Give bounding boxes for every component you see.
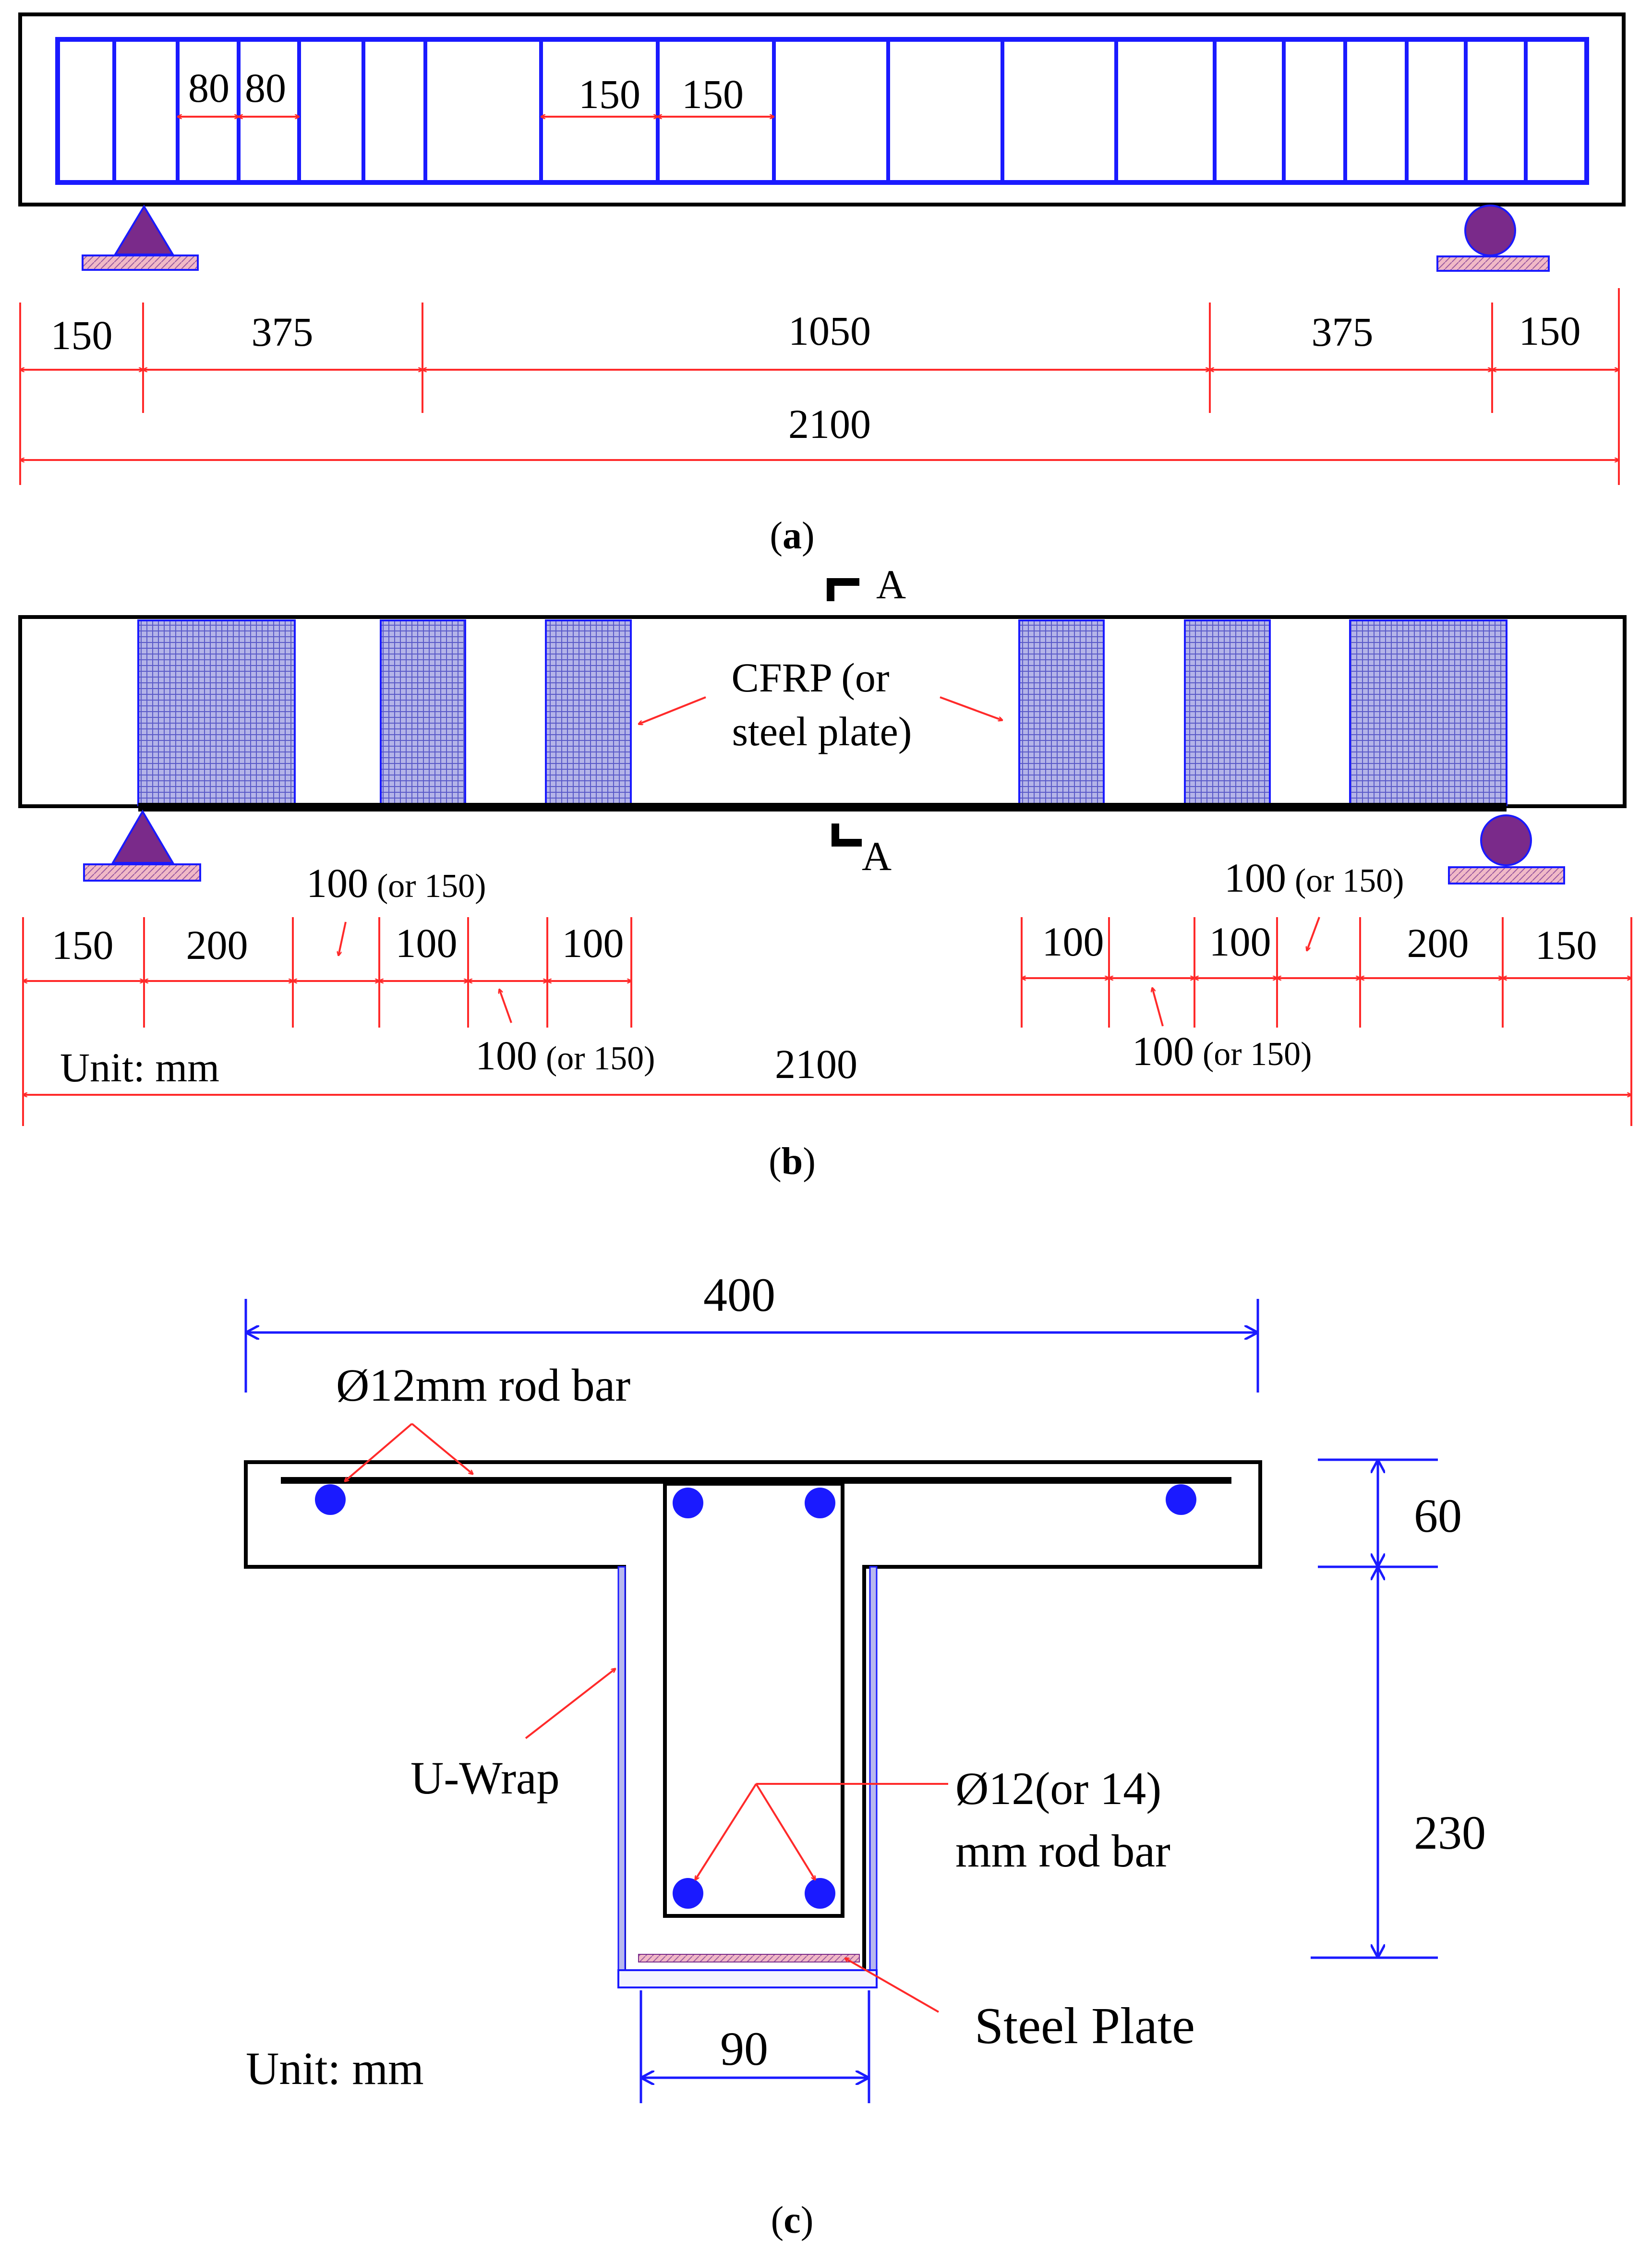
steel-plate [617, 1969, 878, 1988]
alt-spacing-label-1: 100(or 150) [306, 860, 486, 906]
stirrups [112, 39, 1528, 182]
dim-a-375-right: 375 [1312, 309, 1374, 355]
dim-a-1050: 1050 [788, 308, 871, 354]
dim-b-total-2100: 2100 [775, 1041, 857, 1087]
dim-a-total-2100: 2100 [788, 401, 871, 447]
dim-b-200-left: 200 [186, 922, 248, 968]
caption-a: (a) [770, 515, 814, 557]
panel-c: 400 Ø12mm rod bar [244, 1268, 1486, 2241]
alt-spacing-label-2: 100(or 150) [475, 1032, 655, 1078]
roller-support-right-b [1448, 814, 1565, 884]
width-dimension [244, 1299, 1259, 1393]
alt-spacing-label-4: 100(or 150) [1224, 855, 1404, 901]
cfrp-leader-arrows [639, 696, 1002, 724]
dim-a-150-right: 150 [1519, 308, 1581, 354]
panel-a: 80 80 150 150 150 375 1050 3 [18, 12, 1626, 557]
dim-b-100-left-2: 100 [562, 920, 624, 966]
cfrp-strips [137, 619, 1507, 806]
dim-b-100-right-2: 100 [1209, 919, 1271, 965]
cfrp-label-line2: steel plate) [732, 708, 912, 754]
top-bar-leaders [345, 1423, 473, 1481]
web-width-label: 90 [720, 2022, 768, 2075]
rebar-circles [315, 1484, 1196, 1909]
web-width-dimension [639, 1990, 870, 2103]
bottom-bar-label-line1: Ø12(or 14) [955, 1763, 1161, 1814]
beam-elevation-outline [18, 12, 1626, 206]
section-label-bottom: A [862, 833, 892, 879]
panel-b: A A CFRP (or steel plate) [18, 561, 1632, 1183]
u-wrap [617, 1566, 878, 1971]
stirrup-label-80-2: 80 [245, 65, 286, 111]
section-mark-bottom [832, 824, 862, 847]
dimension-lines-b [22, 917, 1632, 1126]
dim-b-100-right-1: 100 [1042, 919, 1104, 965]
caption-c: (c) [771, 2199, 814, 2241]
steel-plate-label: Steel Plate [975, 1998, 1195, 2055]
web-height-label: 230 [1414, 1806, 1486, 1859]
section-label-top: A [876, 561, 906, 607]
steel-plate-leader [845, 1958, 939, 2013]
alt-spacing-label-3: 100(or 150) [1132, 1028, 1312, 1074]
width-label-400: 400 [703, 1268, 775, 1321]
roller-support-right [1436, 205, 1550, 272]
stirrup-label-150-2: 150 [682, 71, 744, 117]
stirrup-label-80-1: 80 [188, 65, 229, 111]
uwrap-leader [525, 1669, 615, 1739]
uwrap-label: U-Wrap [410, 1752, 560, 1804]
top-bar-label: Ø12mm rod bar [336, 1359, 630, 1411]
t-section-outline [244, 1460, 1262, 1979]
dimension-lines-a [19, 288, 1620, 485]
bottom-bar-label-line2: mm rod bar [955, 1825, 1170, 1877]
pin-support-left-b [83, 810, 201, 882]
section-mark-top [827, 578, 859, 601]
cfrp-label-line1: CFRP (or [732, 654, 890, 701]
bottom-bar-leaders [695, 1783, 948, 1880]
stirrup-label-150-1: 150 [579, 71, 640, 117]
dim-b-150-left: 150 [52, 922, 114, 968]
caption-b: (b) [769, 1140, 816, 1183]
dim-a-375-left: 375 [252, 309, 314, 355]
dim-b-100-left-1: 100 [396, 920, 458, 966]
flange-height-label: 60 [1414, 1489, 1462, 1542]
stirrup-cage [55, 37, 1589, 185]
web-stirrup [663, 1482, 844, 1918]
pin-support-left [82, 205, 199, 271]
unit-label-b: Unit: mm [60, 1044, 219, 1090]
dim-a-150-left: 150 [51, 312, 113, 358]
height-dimensions [1311, 1458, 1438, 1959]
dim-b-200-right: 200 [1407, 920, 1469, 966]
bottom-steel-plate [138, 803, 1507, 812]
unit-label-c: Unit: mm [246, 2043, 424, 2094]
plate-adhesive-layer [638, 1954, 860, 1962]
dim-b-150-right: 150 [1535, 922, 1597, 968]
